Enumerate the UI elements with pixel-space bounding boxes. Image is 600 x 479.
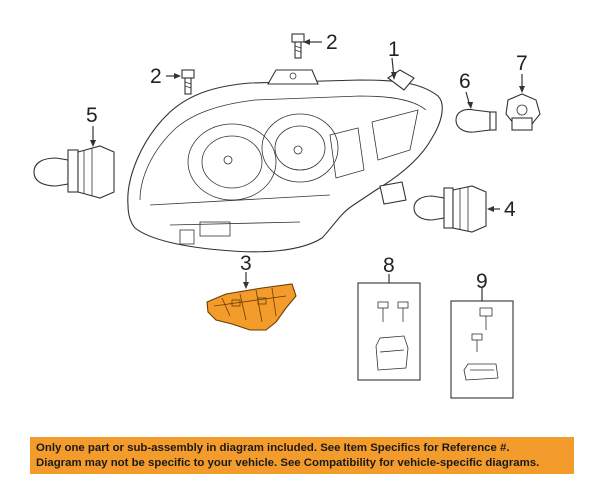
kit-box-9: [450, 300, 514, 399]
leader-lines: [90, 39, 525, 301]
callout-2-upper: 2: [326, 31, 338, 54]
bulb-socket: [505, 93, 541, 131]
callout-5: 5: [86, 104, 98, 127]
callout-8: 8: [383, 254, 395, 277]
disclaimer-banner: Only one part or sub-assembly in diagram…: [30, 437, 574, 474]
disclaimer-line-2: Diagram may not be specific to your vehi…: [36, 457, 540, 469]
parts-diagram: 1 2 2 3 4 5 6 7 8 9: [33, 31, 541, 399]
callout-6: 6: [459, 70, 471, 93]
bulb-right: [413, 185, 487, 233]
callout-3: 3: [240, 252, 252, 275]
callout-1: 1: [388, 38, 400, 61]
callout-4: 4: [504, 198, 516, 221]
headlamp-assembly: [127, 69, 443, 253]
small-bulb: [455, 108, 497, 133]
callout-2-left: 2: [150, 65, 162, 88]
callout-7: 7: [516, 52, 528, 75]
bulb-left: [33, 145, 115, 199]
disclaimer-line-1: Only one part or sub-assembly in diagram…: [36, 442, 510, 454]
callout-9: 9: [476, 270, 488, 293]
bolt-left: [181, 69, 195, 95]
bolt-upper: [291, 33, 305, 59]
mounting-bracket-highlighted: [206, 283, 297, 331]
kit-box-8: [357, 282, 421, 381]
